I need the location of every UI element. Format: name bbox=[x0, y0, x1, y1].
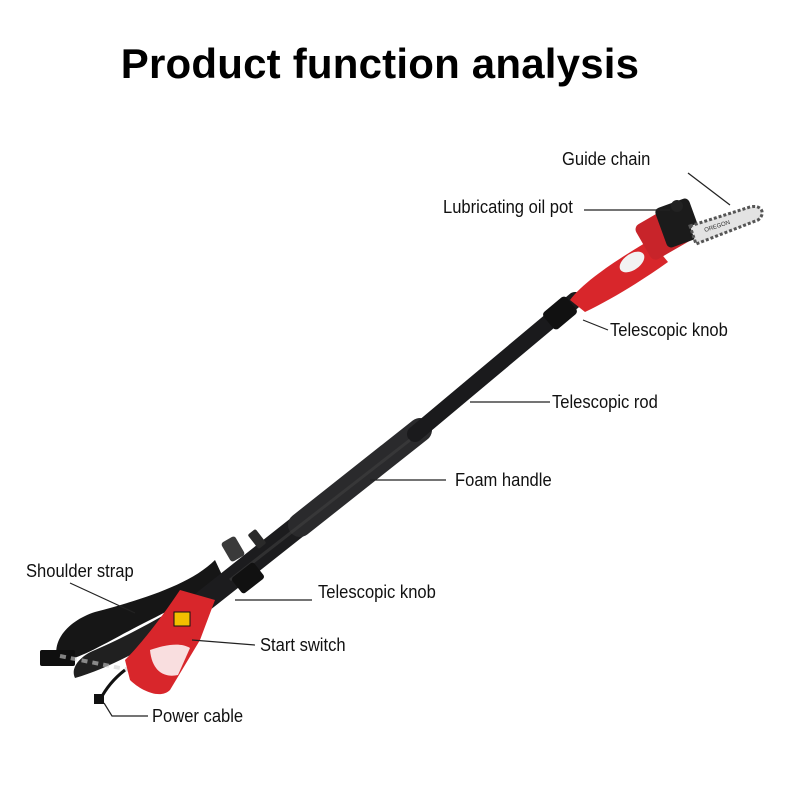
label-lubricating-oil-pot: Lubricating oil pot bbox=[443, 197, 573, 217]
page-title: Product function analysis bbox=[120, 40, 640, 87]
label-telescopic-knob-upper: Telescopic knob bbox=[610, 320, 728, 340]
label-telescopic-rod: Telescopic rod bbox=[552, 392, 658, 412]
telescopic-pole bbox=[194, 292, 583, 611]
label-shoulder-strap: Shoulder strap bbox=[26, 561, 134, 581]
rear-handle bbox=[94, 590, 215, 704]
guide-chain: OREGON bbox=[688, 204, 764, 246]
label-power-cable: Power cable bbox=[152, 706, 244, 726]
label-telescopic-knob-lower: Telescopic knob bbox=[318, 582, 436, 602]
label-start-switch: Start switch bbox=[260, 635, 346, 655]
label-guide-chain: Guide chain bbox=[562, 149, 651, 169]
saw-head bbox=[570, 198, 701, 312]
label-foam-handle: Foam handle bbox=[455, 470, 552, 490]
leader-lines bbox=[69, 172, 731, 717]
